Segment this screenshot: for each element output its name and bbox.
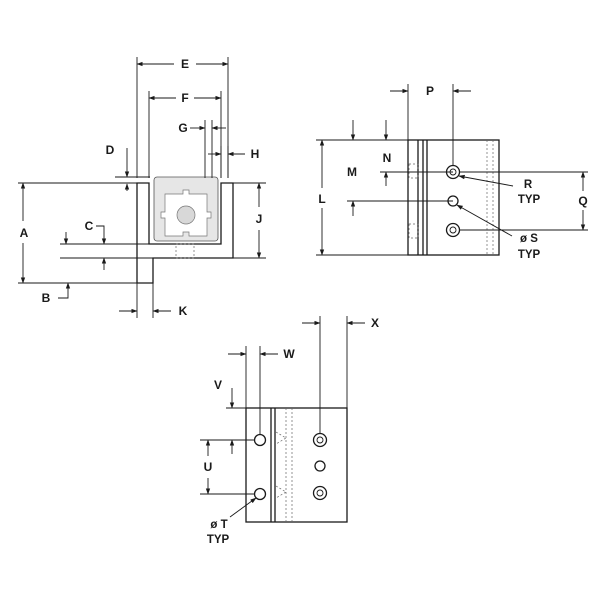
- dim-label-G: G: [178, 121, 187, 135]
- dim-label-H: H: [251, 147, 260, 161]
- profile-cross-section: [153, 176, 219, 242]
- dim-label-L: L: [318, 192, 325, 206]
- hidden-fastener: [175, 243, 195, 259]
- dim-label-D: D: [106, 143, 115, 157]
- dim-label-N: N: [383, 151, 392, 165]
- dim-label-P: P: [426, 84, 434, 98]
- dim-label-R-typ: TYP: [518, 194, 541, 206]
- dim-label-B: B: [42, 291, 51, 305]
- dim-label-M: M: [347, 165, 357, 179]
- dim-label-S-typ: TYP: [518, 249, 541, 261]
- side-plate: [407, 139, 500, 256]
- dim-label-K: K: [179, 304, 188, 318]
- dim-label-S: ø S: [520, 233, 538, 245]
- front-view: E F G H D A C: [18, 57, 266, 318]
- dim-label-T: ø T: [210, 519, 227, 531]
- dim-label-A: A: [20, 226, 29, 240]
- dim-label-F: F: [181, 91, 188, 105]
- dim-label-E: E: [181, 57, 189, 71]
- dim-label-V: V: [214, 378, 222, 392]
- dim-label-C: C: [85, 219, 94, 233]
- side-holes: [445, 164, 461, 238]
- dim-label-Q: Q: [578, 194, 587, 208]
- bottom-holes: [253, 432, 328, 501]
- bottom-view: X W V U ø T TYP: [200, 316, 379, 546]
- dim-label-X: X: [371, 316, 379, 330]
- dim-label-U: U: [204, 460, 213, 474]
- side-view: L N M P Q R TYP ø S TYP: [316, 84, 588, 261]
- dim-label-T-typ: TYP: [207, 534, 230, 546]
- dim-label-J: J: [256, 212, 263, 226]
- bottom-plate: [245, 407, 348, 523]
- dim-label-W: W: [283, 347, 295, 361]
- dim-label-R: R: [524, 179, 533, 191]
